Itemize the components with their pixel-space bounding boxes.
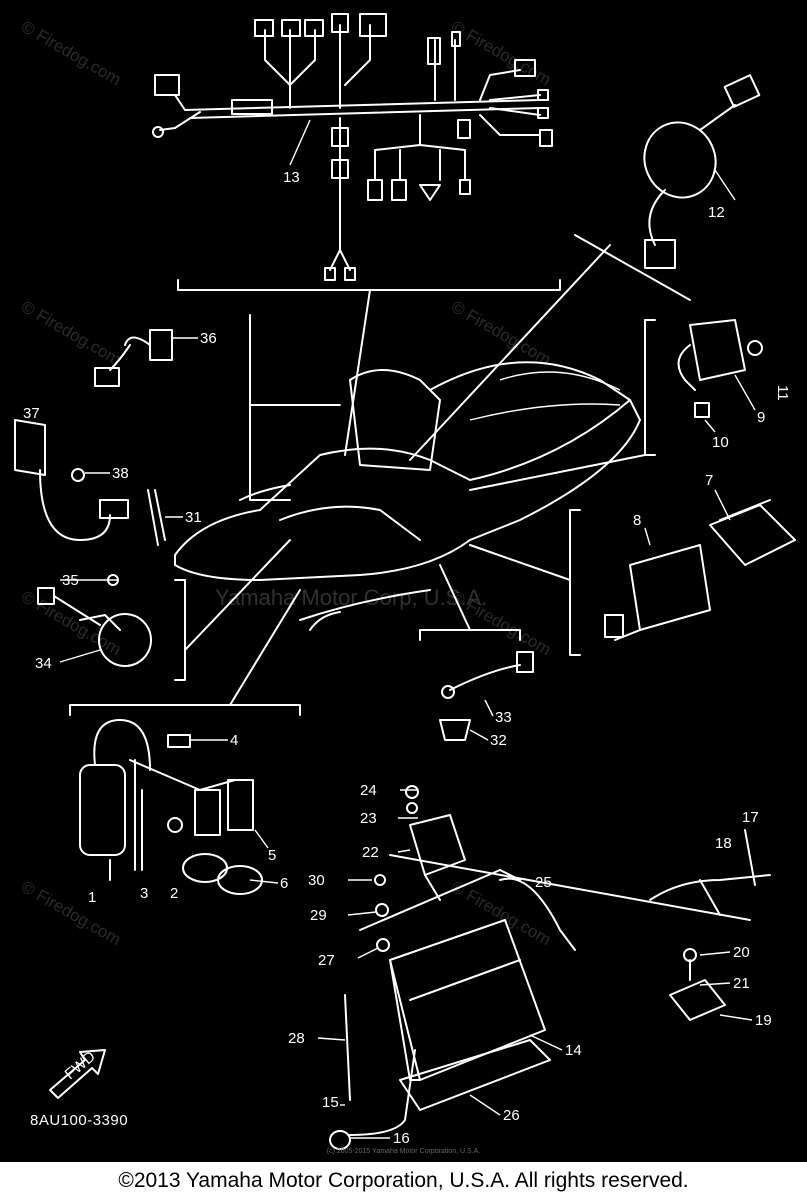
callout-36: 36	[200, 330, 217, 347]
callout-12: 12	[708, 204, 725, 221]
forward-direction-arrow: FWD	[49, 1048, 106, 1099]
callout-38: 38	[112, 465, 129, 482]
callout-34: 34	[35, 655, 52, 672]
callout-22: 22	[362, 844, 379, 861]
callout-15: 15	[322, 1094, 339, 1111]
callout-26: 26	[503, 1107, 520, 1124]
callout-20: 20	[733, 944, 750, 961]
battery-assembly	[329, 785, 771, 1150]
callout-10: 10	[712, 434, 729, 451]
callout-25: 25	[535, 874, 552, 891]
callout-13: 13	[283, 169, 300, 186]
callout-19: 19	[755, 1012, 772, 1029]
callout-27: 27	[318, 952, 335, 969]
callout-30: 30	[308, 872, 325, 889]
parts-left-column	[14, 329, 173, 667]
callout-37: 37	[23, 405, 40, 422]
watermark-site: © Firedog.com	[18, 17, 124, 89]
callout-18: 18	[715, 835, 732, 852]
callout-16: 16	[393, 1130, 410, 1147]
callout-labels: 1 2 3 4 5 6 7 8 9 10 11 12 13 14 15 16 1…	[23, 169, 791, 1147]
tiny-copyright: (c) 2005-2015 Yamaha Motor Corporation, …	[326, 1148, 481, 1155]
callout-21: 21	[733, 975, 750, 992]
main-switch	[643, 74, 761, 269]
ignition-coils	[79, 719, 263, 895]
callout-32: 32	[490, 732, 507, 749]
callout-33: 33	[495, 709, 512, 726]
watermark-site: © Firedog.com	[448, 297, 554, 369]
callout-5: 5	[268, 847, 276, 864]
callout-28: 28	[288, 1030, 305, 1047]
watermark-layer: © Firedog.com © Firedog.com © Firedog.co…	[18, 17, 554, 949]
callout-6: 6	[280, 875, 288, 892]
part-code: 8AU100-3390	[30, 1112, 129, 1129]
callout-9: 9	[757, 409, 765, 426]
callout-24: 24	[360, 782, 377, 799]
callout-3: 3	[140, 885, 148, 902]
callout-14: 14	[565, 1042, 582, 1059]
callout-4: 4	[230, 732, 238, 749]
callout-7: 7	[705, 472, 713, 489]
callout-8: 8	[633, 512, 641, 529]
cdi-unit-9	[677, 319, 763, 418]
watermark-site: © Firedog.com	[448, 17, 554, 89]
callout-29: 29	[310, 907, 327, 924]
watermark-site: © Firedog.com	[18, 297, 124, 369]
thermo-switch-32-33	[439, 651, 534, 741]
callout-17: 17	[742, 809, 759, 826]
callout-2: 2	[170, 885, 178, 902]
snowmobile-body	[174, 361, 641, 631]
footer-copyright: ©2013 Yamaha Motor Corporation, U.S.A. A…	[0, 1162, 807, 1200]
wire-harness	[152, 13, 553, 281]
callout-1: 1	[88, 889, 96, 906]
watermark-site: © Firedog.com	[18, 877, 124, 949]
callout-31: 31	[185, 509, 202, 526]
watermark-site: © Firedog.com	[18, 587, 124, 659]
callout-11: 11	[774, 385, 791, 401]
rectifier-7-8	[604, 499, 796, 641]
callout-23: 23	[360, 810, 377, 827]
callout-leaders	[59, 337, 756, 1139]
